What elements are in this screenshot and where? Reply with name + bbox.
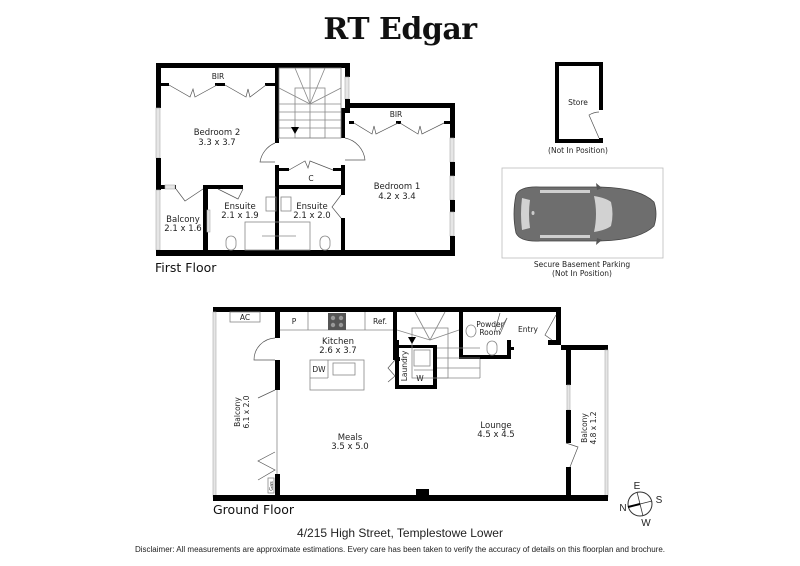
car-icon bbox=[513, 183, 657, 245]
balcony-first-floor-name: Balcony bbox=[166, 215, 200, 225]
first-floor-label: First Floor bbox=[155, 260, 217, 275]
parking-label-line2: (Not In Position) bbox=[552, 269, 612, 278]
ensuite-b-name: Ensuite bbox=[296, 202, 328, 212]
dishwasher-label: DW bbox=[312, 365, 326, 374]
first-floor-plan bbox=[155, 63, 455, 256]
powder-room-line2: Room bbox=[479, 328, 500, 337]
lounge-size: 4.5 x 4.5 bbox=[477, 430, 514, 440]
compass-east: E bbox=[634, 481, 641, 492]
ground-floor-label: Ground Floor bbox=[213, 502, 295, 517]
balcony-west-name: Balcony bbox=[233, 397, 242, 427]
compass-icon bbox=[627, 491, 653, 517]
bedroom-2-size: 3.3 x 3.7 bbox=[198, 138, 235, 148]
kitchen-name: Kitchen bbox=[322, 337, 354, 347]
disclaimer-text: Disclaimer: All measurements are approxi… bbox=[134, 545, 666, 554]
parking-label-line1: Secure Basement Parking bbox=[534, 260, 630, 269]
bedroom-2-name: Bedroom 2 bbox=[194, 128, 241, 138]
bedroom-1-name: Bedroom 1 bbox=[374, 182, 421, 192]
compass-north: N bbox=[619, 503, 626, 514]
meals-name: Meals bbox=[338, 433, 363, 443]
balcony-east-size: 4.8 x 1.2 bbox=[589, 411, 598, 444]
entry-label: Entry bbox=[518, 325, 539, 334]
ensuite-b-size: 2.1 x 2.0 bbox=[293, 211, 330, 221]
compass-west: W bbox=[641, 518, 651, 529]
cupboard-label: C bbox=[308, 174, 313, 183]
balcony-east-name: Balcony bbox=[580, 413, 589, 443]
pantry-label: P bbox=[292, 317, 297, 326]
store-plan bbox=[555, 62, 603, 143]
meals-size: 3.5 x 5.0 bbox=[331, 442, 368, 452]
bedroom-1-size: 4.2 x 3.4 bbox=[378, 192, 415, 202]
brand-title: RT Edgar bbox=[323, 12, 477, 47]
ground-floor-plan bbox=[212, 307, 609, 501]
property-address: 4/215 High Street, Templestowe Lower bbox=[297, 526, 503, 540]
parking-bay bbox=[501, 167, 664, 259]
kitchen-size: 2.6 x 3.7 bbox=[319, 346, 356, 356]
gas-meter-label: Gas bbox=[269, 481, 275, 491]
ac-label: AC bbox=[240, 313, 250, 322]
stair-direction-arrow-icon bbox=[291, 127, 299, 134]
balcony-first-floor-size: 2.1 x 1.6 bbox=[164, 224, 201, 234]
powder-room-line1: Powder bbox=[476, 320, 504, 329]
balcony-west-size: 6.1 x 2.0 bbox=[242, 395, 251, 428]
laundry-label: Laundry bbox=[400, 350, 409, 381]
bir-bedroom-2-label: BIR bbox=[212, 72, 225, 81]
fridge-label: Ref. bbox=[373, 317, 387, 326]
store-label: Store bbox=[568, 98, 588, 107]
ensuite-a-name: Ensuite bbox=[224, 202, 256, 212]
lounge-name: Lounge bbox=[480, 421, 511, 431]
washer-label: W bbox=[416, 374, 424, 383]
ensuite-a-size: 2.1 x 1.9 bbox=[221, 211, 258, 221]
store-note: (Not In Position) bbox=[548, 146, 608, 155]
bir-bedroom-1-label: BIR bbox=[390, 110, 403, 119]
compass-south: S bbox=[656, 495, 663, 506]
